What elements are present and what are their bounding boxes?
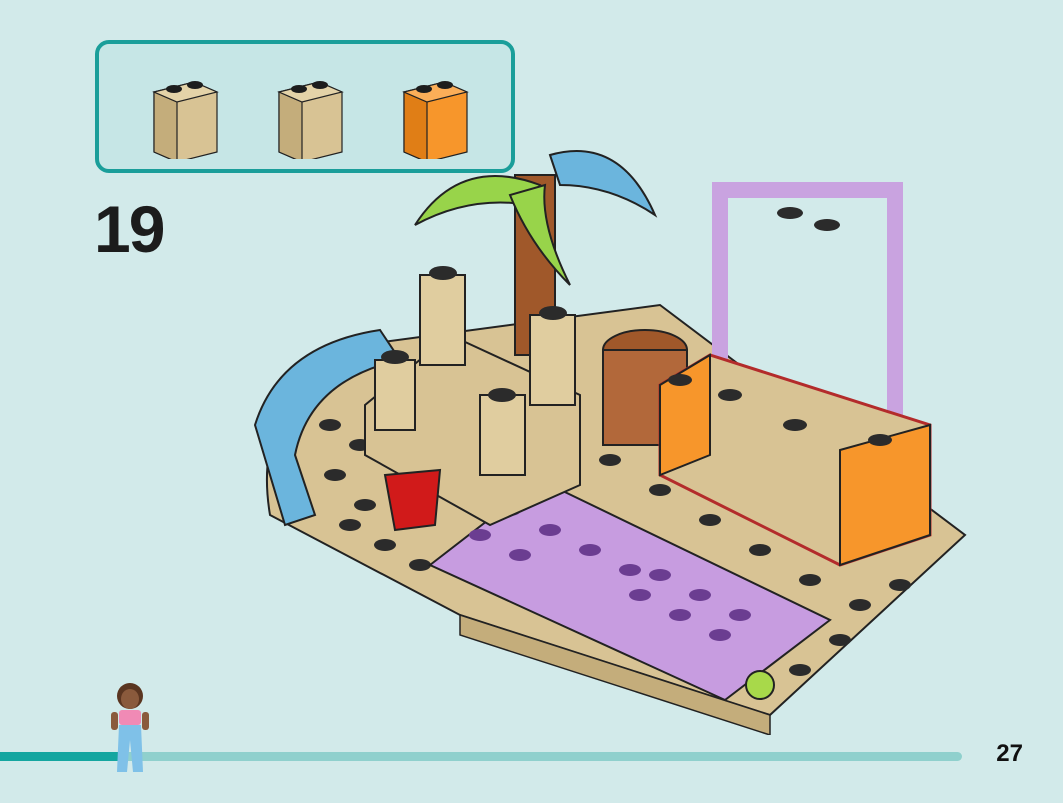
page-number: 27 <box>996 740 1023 767</box>
page-progress-fill <box>0 752 126 761</box>
tan-brick-icon <box>152 81 219 159</box>
tan-brick-icon <box>277 81 344 159</box>
red-bucket <box>383 468 442 532</box>
page-progress-track <box>0 752 962 761</box>
flower-plate <box>745 670 775 700</box>
palm-leaf <box>414 175 542 226</box>
minifigure-icon <box>111 683 149 772</box>
palm-leaf <box>508 183 571 286</box>
step-number: 19 <box>94 192 165 266</box>
model-illustration <box>253 150 967 735</box>
orange-brick-icon <box>402 81 469 159</box>
parts-callout <box>95 40 515 173</box>
palm-leaf <box>548 150 658 218</box>
